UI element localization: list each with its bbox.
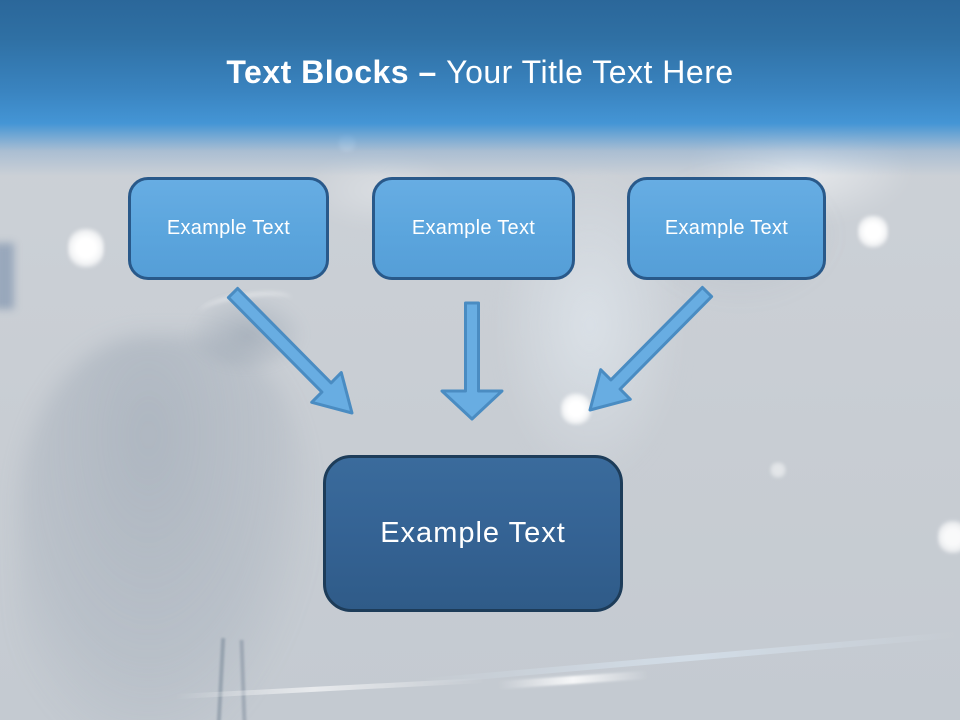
text-block-label: Example Text (664, 217, 789, 239)
text-block-label: Example Text (166, 217, 291, 239)
text-block-2: Example Text (372, 177, 575, 280)
title-separator: – (409, 54, 447, 90)
result-block-label: Example Text (380, 517, 566, 549)
light-streak (175, 677, 485, 700)
stage-silhouette-highlight (198, 287, 294, 323)
mic-stand (239, 639, 247, 720)
arrow-down-right-icon (226, 286, 354, 415)
light-streak (420, 631, 960, 685)
arrow-down-left-icon (588, 285, 714, 412)
header-band (0, 0, 960, 176)
bokeh-light (770, 462, 786, 478)
text-block-3: Example Text (627, 177, 826, 280)
result-block: Example Text (323, 455, 623, 612)
arrow-down-icon (440, 301, 504, 421)
mic-stand (216, 637, 226, 720)
bokeh-light (68, 228, 104, 268)
bokeh-light (938, 520, 960, 554)
title-bold-text: Text Blocks (226, 54, 410, 90)
text-block-label: Example Text (411, 217, 536, 239)
stage-silhouette-head (190, 296, 305, 368)
title-regular-text: Your Title Text Here (446, 54, 734, 90)
light-streak (497, 670, 649, 690)
page-title: Text Blocks – Your Title Text Here (0, 52, 960, 92)
bokeh-light (561, 393, 591, 425)
bokeh-light (858, 215, 888, 248)
text-block-1: Example Text (128, 177, 329, 280)
background-blue-streak (0, 243, 14, 309)
stage-silhouette-body (18, 335, 308, 720)
